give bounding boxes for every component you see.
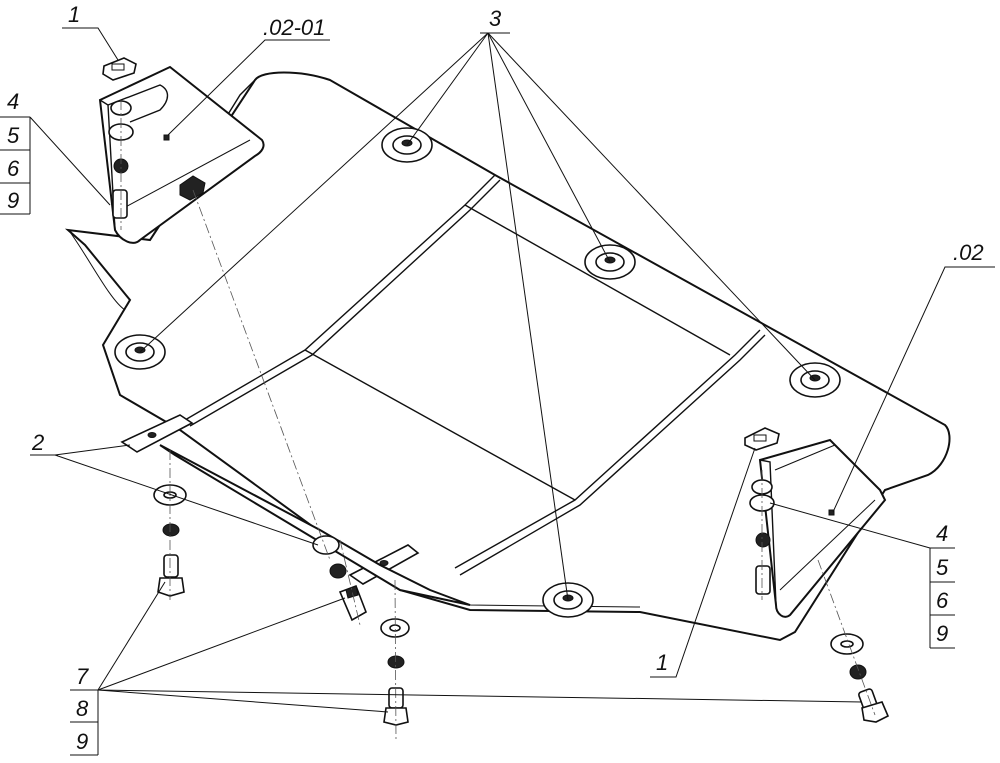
callout-4-left: 4 xyxy=(7,89,19,114)
bolt-left xyxy=(157,554,185,597)
bolt-right xyxy=(858,688,890,723)
callout-labels: 1 .02-01 3 4 5 6 9 .02 2 4 5 6 9 1 7 8 9 xyxy=(7,2,984,754)
lock-washer-center xyxy=(387,655,405,669)
callout-1-bottom: 1 xyxy=(656,650,668,675)
callout-8: 8 xyxy=(76,696,89,721)
callout-9-left: 9 xyxy=(7,188,19,213)
clip-nut-top xyxy=(102,57,137,81)
callout-5-right: 5 xyxy=(936,555,949,580)
washer-mid-1 xyxy=(312,535,340,555)
right-bracket xyxy=(749,438,887,618)
leader-lines xyxy=(0,27,995,756)
lock-washer-right xyxy=(849,664,867,680)
front-tab-right xyxy=(348,544,420,585)
callout-7: 7 xyxy=(76,664,89,689)
callout-9-right: 9 xyxy=(936,621,948,646)
callout-02-01: .02-01 xyxy=(263,15,325,40)
front-tab-left xyxy=(120,414,194,453)
callout-2: 2 xyxy=(31,430,44,455)
washer-right xyxy=(830,633,864,655)
callout-4-right: 4 xyxy=(936,521,948,546)
lock-washer-mid xyxy=(329,563,347,579)
callout-5-left: 5 xyxy=(7,123,20,148)
callout-3: 3 xyxy=(489,6,502,31)
bolt-mid xyxy=(338,584,367,622)
callout-6-right: 6 xyxy=(936,588,949,613)
clip-nut-bottom xyxy=(744,427,780,451)
callout-6-left: 6 xyxy=(7,156,20,181)
callout-9-bottom: 9 xyxy=(76,729,88,754)
callout-1-top: 1 xyxy=(68,2,80,27)
assembly-lines xyxy=(120,100,876,741)
callout-02: .02 xyxy=(953,240,984,265)
lock-washer-left xyxy=(162,523,180,537)
